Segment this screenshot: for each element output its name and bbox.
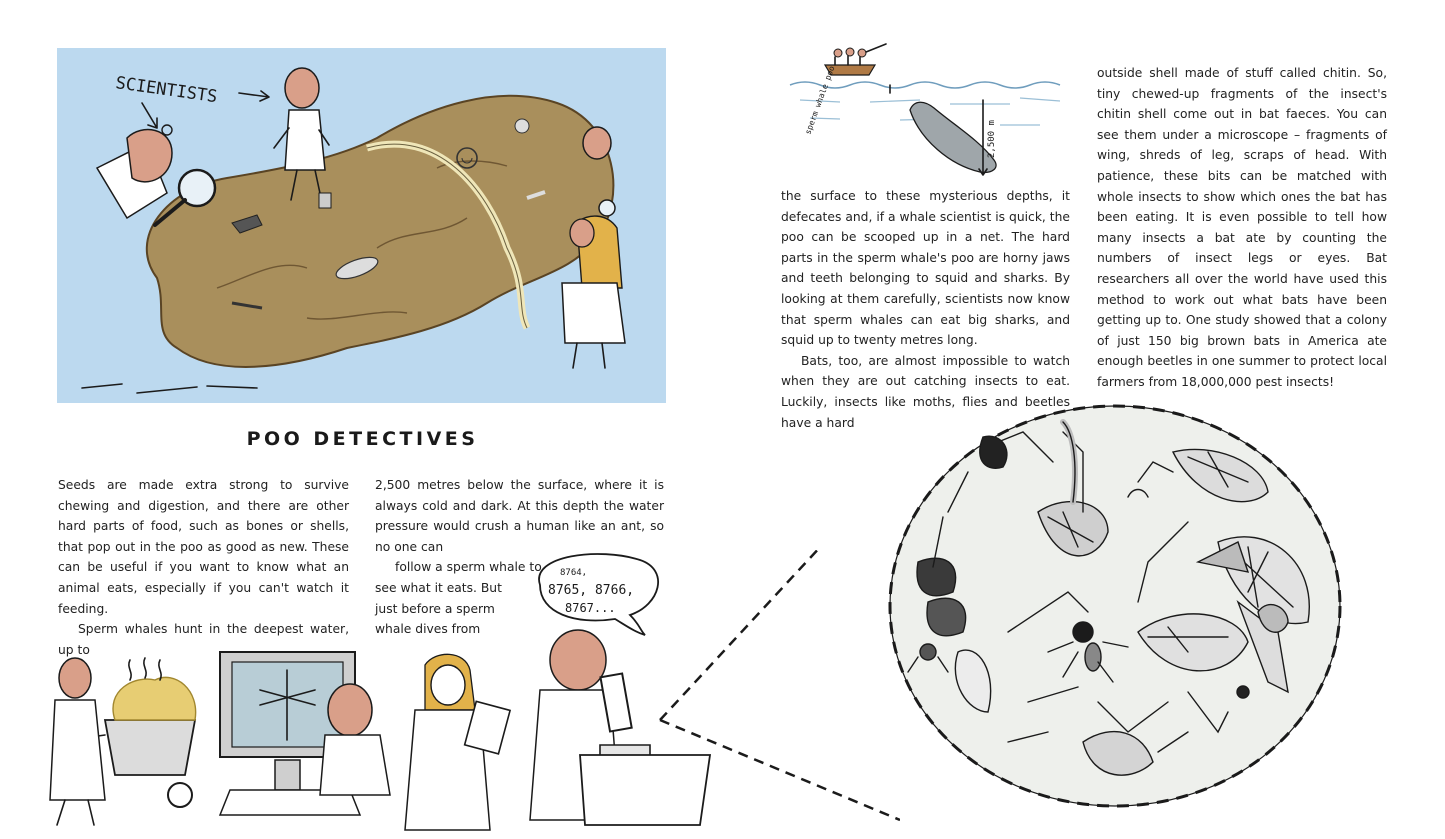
text-line: see what it eats. But xyxy=(375,580,502,595)
text-column-2: 2,500 metres below the surface, where it… xyxy=(375,475,664,640)
wheelbarrow-icon xyxy=(69,676,197,808)
paragraph: Sperm whales hunt in the deepest water, … xyxy=(58,622,349,657)
text-column-4: outside shell made of stuff called chiti… xyxy=(1097,63,1387,393)
magnifying-glass-icon xyxy=(153,168,217,227)
text-column-3: the surface to these mysterious depths, … xyxy=(781,186,1070,433)
poo-scientists-illustration: SCIENTISTS xyxy=(57,48,666,403)
svg-text:8764,: 8764, xyxy=(560,568,587,578)
text-line: just before a sperm xyxy=(375,601,495,616)
whale-icon xyxy=(909,101,997,174)
text-column-1: Seeds are made extra strong to survive c… xyxy=(58,475,349,660)
counting-speech-bubble: 8764, 8765, 8766, 8767... xyxy=(538,553,659,636)
paragraph: 2,500 metres below the surface, where it… xyxy=(375,478,664,554)
svg-text:8765, 8766,: 8765, 8766, xyxy=(548,583,634,598)
boat-icon xyxy=(823,43,887,76)
computer-icon xyxy=(218,651,362,816)
paragraph: Seeds are made extra strong to survive c… xyxy=(58,478,349,616)
text-line: follow a sperm whale to xyxy=(395,560,542,575)
paragraph: Bats, too, are almost impossible to watc… xyxy=(781,353,1070,430)
microscope-view-insect-fragments xyxy=(888,404,1342,808)
paragraph: the surface to these mysterious depths, … xyxy=(781,189,1070,348)
page-title: POO DETECTIVES xyxy=(246,428,479,450)
whale-dive-illustration: 2,500 m sperm whale poo xyxy=(789,43,1061,176)
lab-scene-illustration: 8764, 8765, 8766, 8767... xyxy=(49,550,900,831)
depth-label: 2,500 m xyxy=(987,120,997,158)
paragraph: outside shell made of stuff called chiti… xyxy=(1097,66,1387,389)
microscope-icon xyxy=(599,672,651,758)
svg-text:8767...: 8767... xyxy=(565,601,616,615)
text-line: whale dives from xyxy=(375,622,481,637)
